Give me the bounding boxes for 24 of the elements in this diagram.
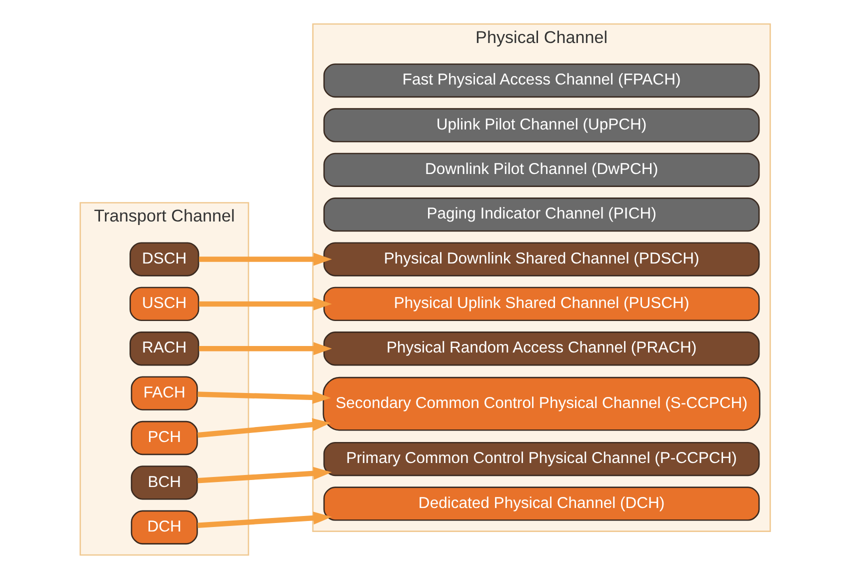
- node-box: Primary Common Control Physical Channel (P-CCPCH): [322, 442, 760, 476]
- arrow: [196, 418, 330, 438]
- node-box: FACH: [130, 376, 198, 410]
- node-box: Physical Downlink Shared Channel (PDSCH): [322, 242, 760, 276]
- node-box: Dedicated Physical Channel (DCH): [322, 486, 760, 521]
- node-box: Uplink Pilot Channel (UpPCH): [322, 108, 760, 142]
- arrow: [198, 342, 332, 356]
- node-box: USCH: [129, 286, 199, 322]
- node-box: Physical Random Access Channel (PRACH): [322, 332, 760, 366]
- node-box: Paging Indicator Channel (PICH): [322, 198, 760, 232]
- arrow: [198, 252, 332, 266]
- node-box: DSCH: [129, 242, 199, 276]
- arrow: [196, 512, 332, 528]
- node-box: Secondary Common Control Physical Channel (S-CCPCH): [322, 376, 760, 431]
- node-box: BCH: [130, 466, 198, 500]
- node-box: Fast Physical Access Channel (FPACH): [322, 63, 760, 98]
- node-box: Physical Uplink Shared Channel (PUSCH): [322, 286, 760, 322]
- arrow: [197, 390, 330, 404]
- node-box: DCH: [130, 510, 198, 544]
- node-box: PCH: [130, 420, 198, 456]
- arrow: [198, 298, 332, 310]
- node-box: Downlink Pilot Channel (DwPCH): [322, 152, 760, 187]
- arrow: [196, 466, 332, 484]
- node-box: RACH: [129, 332, 199, 366]
